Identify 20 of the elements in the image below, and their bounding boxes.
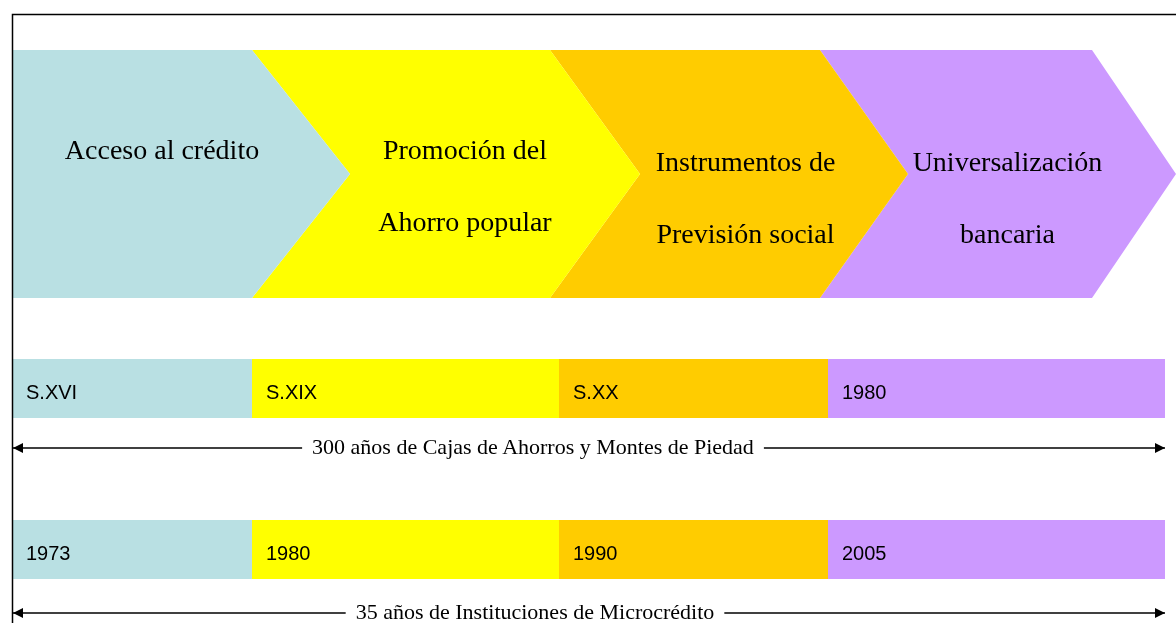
period-bar (252, 359, 559, 418)
period-bar (828, 359, 1165, 418)
period-bar (828, 520, 1165, 579)
period-bar (559, 359, 828, 418)
period-label: S.XIX (266, 380, 318, 404)
period-label: 1980 (266, 541, 311, 565)
period-label: 1990 (573, 541, 618, 565)
stage-label: Acceso al crédito (63, 133, 261, 167)
period-bar (559, 520, 828, 579)
period-label: 2005 (842, 541, 887, 565)
period-label: S.XX (573, 380, 619, 404)
period-bar (252, 520, 559, 579)
period-bar (12, 520, 252, 579)
stage-label: Universalización bancaria (911, 145, 1104, 251)
period-label: S.XVI (26, 380, 78, 404)
period-bar (12, 359, 252, 418)
stage-label: Instrumentos de Previsión social (654, 145, 837, 251)
stage-label: Promoción del Ahorro popular (377, 133, 553, 239)
period-label: 1973 (26, 541, 71, 565)
period-label: 1980 (842, 380, 887, 404)
